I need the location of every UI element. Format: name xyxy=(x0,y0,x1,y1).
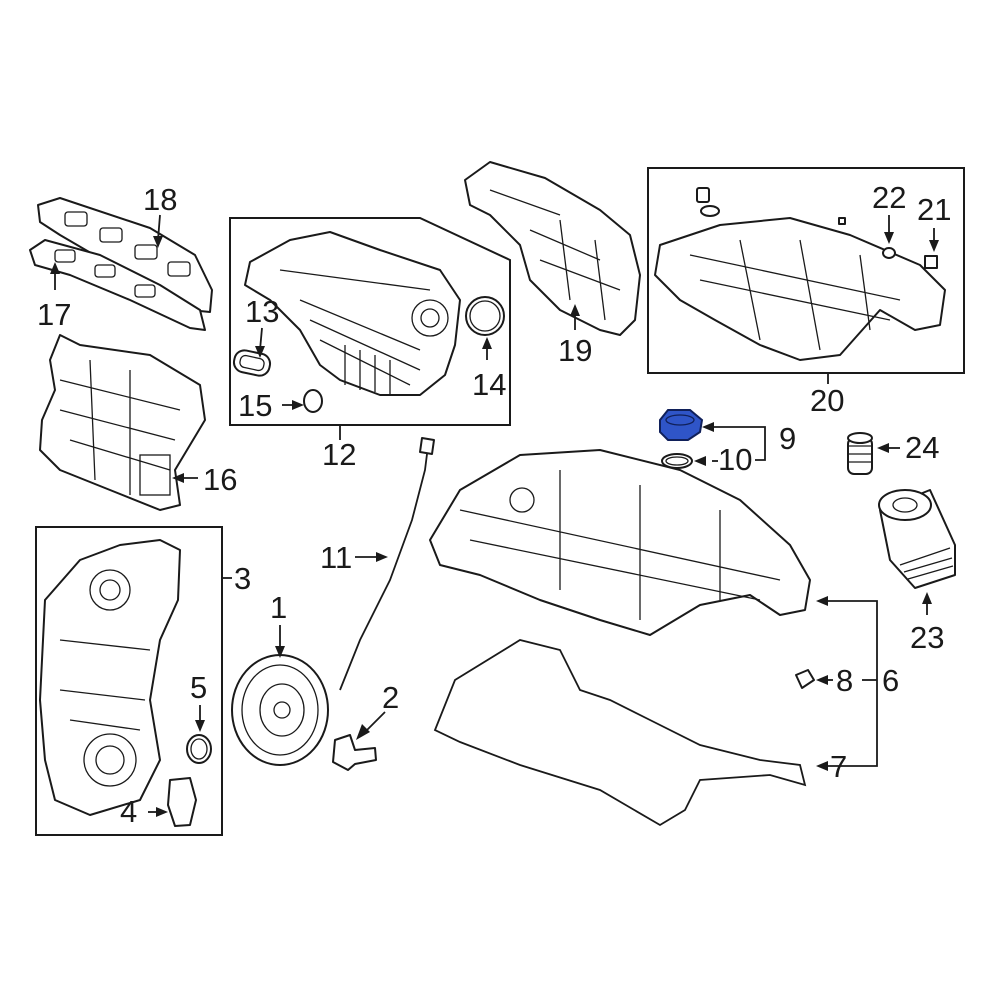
timing-cover-3[interactable] xyxy=(39,539,181,816)
callout-5: 5 xyxy=(190,670,207,705)
manifold-seal-ring-14[interactable] xyxy=(465,296,505,336)
valve-cover-6[interactable] xyxy=(429,449,811,636)
callout-15: 15 xyxy=(238,388,272,423)
callout-6: 6 xyxy=(882,663,899,698)
callout-16: 16 xyxy=(203,462,237,497)
oil-pan-group-box xyxy=(647,167,965,374)
callout-8: 8 xyxy=(836,663,853,698)
heat-shield-19[interactable] xyxy=(464,161,641,336)
drain-bolt-21[interactable] xyxy=(924,255,938,269)
exhaust-manifold-gasket-18[interactable] xyxy=(37,197,213,313)
callout-1: 1 xyxy=(270,590,287,625)
callout-19: 19 xyxy=(558,333,592,368)
heat-shield-16[interactable] xyxy=(39,334,206,511)
callout-4: 4 xyxy=(120,794,137,829)
callout-18: 18 xyxy=(143,182,177,217)
throttle-gasket-13[interactable] xyxy=(232,348,272,377)
callout-24: 24 xyxy=(905,430,939,465)
crankshaft-pulley-1[interactable] xyxy=(231,654,329,766)
callout-23: 23 xyxy=(910,620,944,655)
intake-manifold-group-box xyxy=(229,217,511,426)
filler-cap-gasket-10[interactable] xyxy=(661,453,693,469)
dipstick-11[interactable] xyxy=(339,437,435,691)
callout-13: 13 xyxy=(245,294,279,329)
callout-2: 2 xyxy=(382,680,399,715)
callout-3: 3 xyxy=(234,561,251,596)
callout-22: 22 xyxy=(872,180,906,215)
callout-labels: 18 17 16 13 15 14 12 19 20 22 21 9 10 24… xyxy=(37,180,951,829)
callout-17: 17 xyxy=(37,297,71,332)
callout-7: 7 xyxy=(830,749,847,784)
callout-14: 14 xyxy=(472,367,506,402)
oil-pan-20[interactable] xyxy=(654,187,946,361)
oil-filler-cap-9[interactable] xyxy=(659,409,704,441)
pulley-bolt-2[interactable] xyxy=(332,734,377,771)
drain-washer-22[interactable] xyxy=(882,247,896,259)
valve-cover-gasket-7[interactable] xyxy=(433,639,807,827)
callout-11: 11 xyxy=(320,540,352,575)
plug-15[interactable] xyxy=(303,389,323,413)
callout-21: 21 xyxy=(917,192,951,227)
callout-9: 9 xyxy=(779,421,796,456)
timing-cover-gasket-4[interactable] xyxy=(167,777,197,827)
leader-lines xyxy=(50,214,939,817)
timing-cover-group-box xyxy=(35,526,223,836)
callout-12: 12 xyxy=(322,437,356,472)
oil-filter-23[interactable] xyxy=(878,489,956,589)
callout-10: 10 xyxy=(718,442,752,477)
crank-seal-5[interactable] xyxy=(186,734,212,764)
callout-20: 20 xyxy=(810,383,844,418)
oil-filter-connector-24[interactable] xyxy=(847,432,873,475)
intake-manifold-12[interactable] xyxy=(244,231,461,396)
grommet-8[interactable] xyxy=(795,669,815,689)
